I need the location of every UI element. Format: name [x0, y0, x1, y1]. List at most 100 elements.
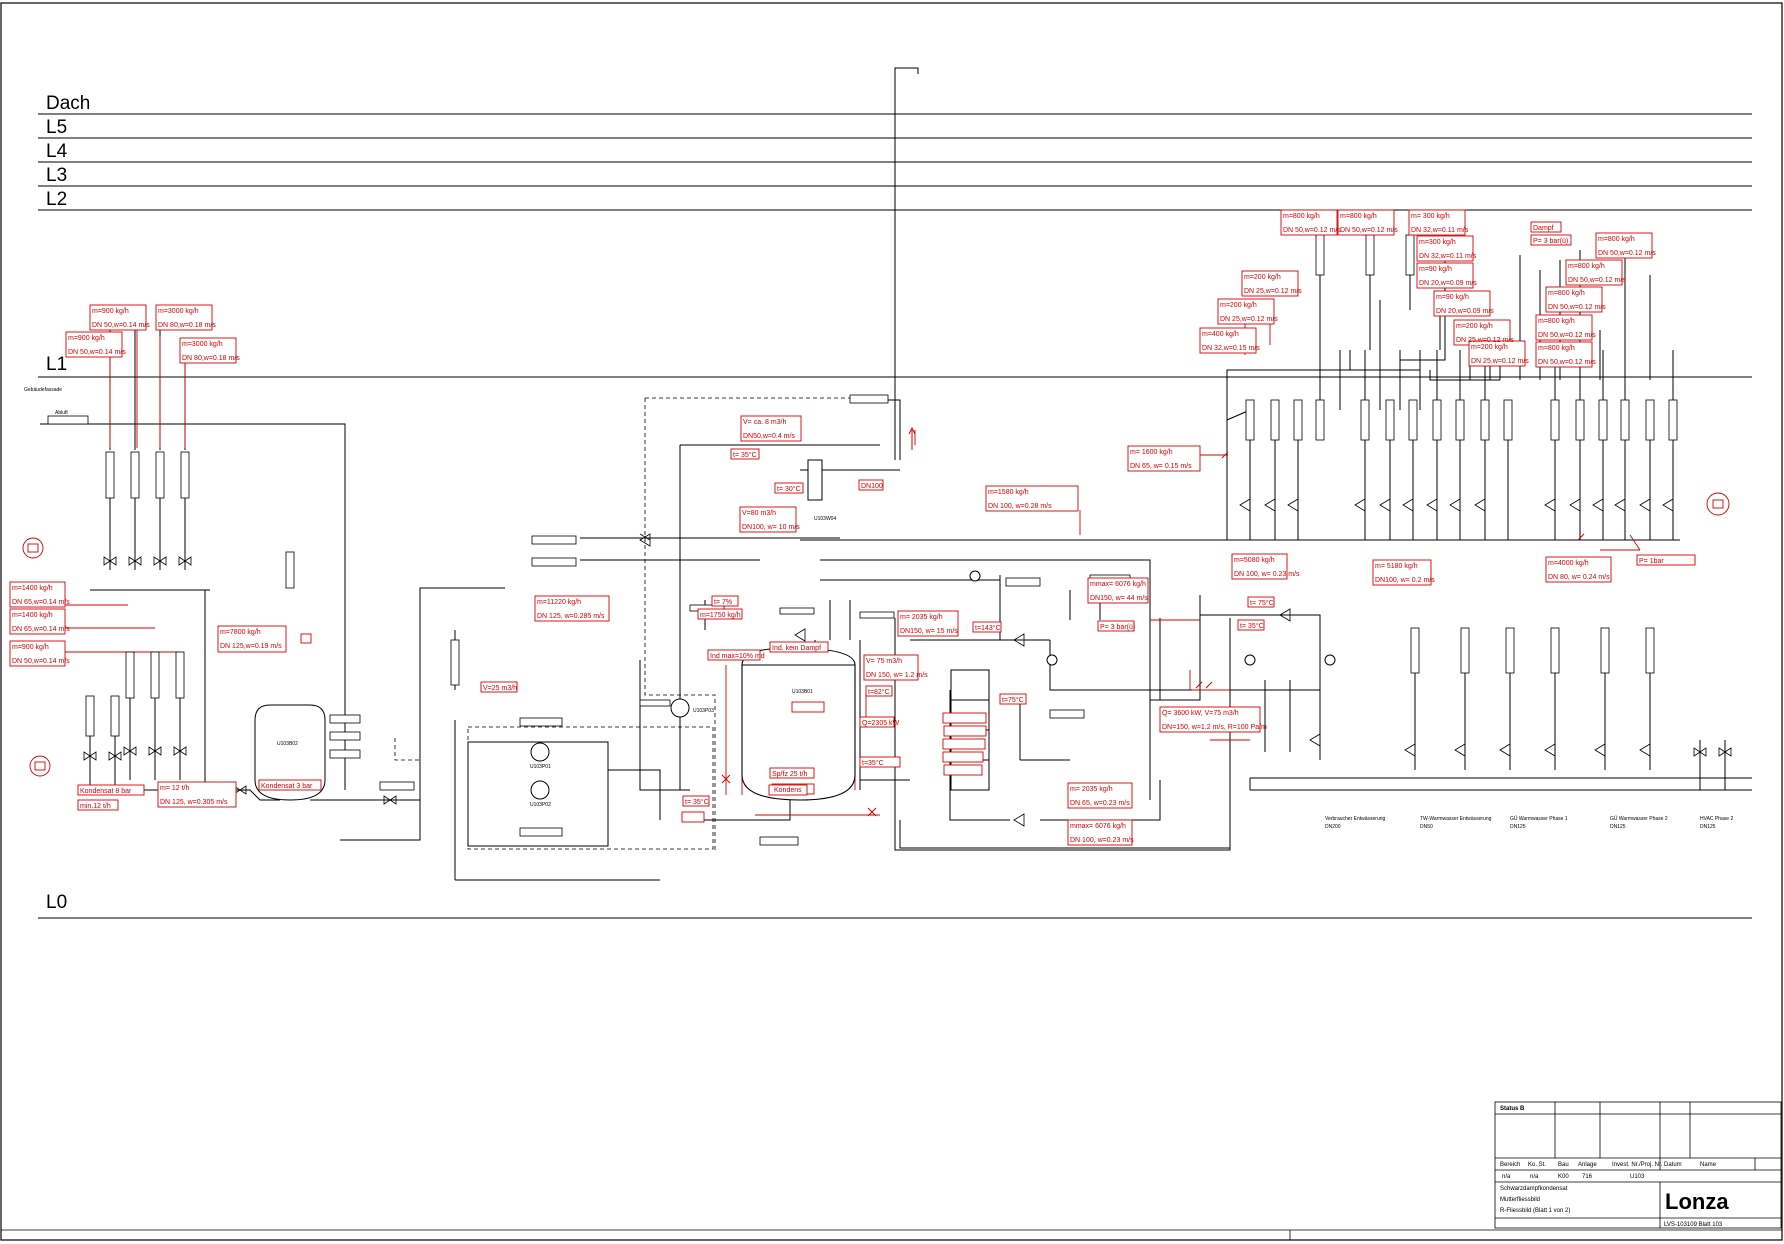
title-val-bau: K00 [1558, 1174, 1569, 1180]
annotation-flow: m=90 kg/h [1419, 266, 1452, 273]
level-label-l1: L1 [46, 354, 67, 375]
annotation-flow: m=900 kg/h [92, 308, 129, 315]
annotation-flow: V= 75 m3/h [866, 658, 902, 665]
annotation-note: Kondens [774, 787, 802, 794]
annotation-pipe: DN 50,w=0.12 m/s [1340, 227, 1398, 234]
annotation-flow: m=1400 kg/h [12, 612, 53, 619]
level-label-l4: L4 [46, 141, 68, 162]
annotation-flow: m=1400 kg/h [12, 585, 53, 592]
annotation-pipe: DN 50,w=0.12 m/s [1548, 304, 1606, 311]
facade-label: Gebäudefassade [24, 387, 62, 393]
annotation-pipe: DN 50,w=0.12 m/s [1598, 250, 1656, 257]
annotation-pipe: DN 150, w= 1.2 m/s [866, 672, 928, 679]
annotation-note: t= 7% [714, 599, 732, 606]
hx-tag: U103W04 [814, 516, 836, 522]
document-number: LVS-103109 Blatt 103 [1664, 1222, 1723, 1228]
annotation-pipe: DN150, w= 44 m/s [1090, 595, 1148, 602]
annotation-flow: m= 1600 kg/h [1130, 449, 1173, 456]
title-row-bereich: Bereich [1500, 1162, 1520, 1168]
annotation-flow: m=800 kg/h [1538, 318, 1575, 325]
title-block [1494, 1101, 1782, 1229]
annotation-flow: m=300 kg/h [1419, 239, 1456, 246]
annotation-flow: m=1580 kg/h [988, 489, 1029, 496]
annotation-temp: t=75°C [1002, 696, 1024, 704]
consumer-label: GÜ Warmwasser Phase 1 [1510, 815, 1568, 822]
consumer-spec: DN125 [1700, 824, 1716, 830]
annotation-pipe: DN 100, w=0.23 m/s [1070, 837, 1134, 844]
pump1-tag: U103P01 [530, 764, 551, 770]
annotation-flow: m=900 kg/h [68, 335, 105, 342]
annotation-pressure: P= 3 bar(ü) [1533, 238, 1568, 245]
annotation-pipe: DN 32,w=0.11 m/s [1411, 227, 1469, 234]
annotation-note: min.12 t/h [80, 803, 111, 810]
annotation-pipe: DN 65,w=0.14 m/s [12, 626, 70, 633]
condensate-tank [254, 704, 326, 801]
annotation-pipe: DN100, w= 0.2 m/s [1375, 577, 1435, 584]
red-marks [721, 426, 1585, 817]
annotation-note: Ind max=10% md [710, 653, 765, 660]
annotation-pipe: DN 100, w= 0.23 m/s [1234, 571, 1300, 578]
consumer-label: Verbraucher Entwässerung [1325, 816, 1386, 822]
instrument-probes [85, 234, 1678, 737]
annotation-flow: m=800 kg/h [1598, 236, 1635, 243]
annotation-pipe: DN 80,w=0.18 m/s [158, 322, 216, 329]
consumer-spec: DN50 [1420, 824, 1433, 830]
title-line-1: Schwarzdampfkondensat [1500, 1186, 1568, 1192]
annotation-flow: m=4000 kg/h [1548, 560, 1589, 567]
annotation-flow: mmax= 6076 kg/h [1090, 581, 1146, 588]
annotation-pipe: DN 80,w=0.18 m/s [182, 355, 240, 362]
annotation-flow: m=5080 kg/h [1234, 557, 1275, 564]
consumer-label: TW-Warmwasser Entwässerung [1420, 816, 1492, 822]
consumer-spec: DN125 [1510, 824, 1526, 830]
annotation-pipe: DN 20,w=0.09 m/s [1436, 308, 1494, 315]
annotation-temp: t= 35°C [685, 798, 709, 806]
consumer-label: GÜ Warmwasser Phase 2 [1610, 815, 1668, 822]
annotation-note: Kondensat 8 bar [80, 788, 132, 795]
reactor-tag: U103B01 [792, 689, 813, 695]
annotation-flow: m= 5180 kg/h [1375, 563, 1418, 570]
annotation-flow: m=900 kg/h [12, 644, 49, 651]
process-annotation-texts: m=900 kg/h DN 50,w=0.14 m/s m=900 kg/h D… [12, 213, 1664, 844]
annotation-flow: Q= 3600 kW, V=75 m3/h [1162, 710, 1239, 717]
annotation-flow: mmax= 6076 kg/h [1070, 823, 1126, 830]
title-row-name: Name [1700, 1162, 1717, 1168]
annotation-flow: m=800 kg/h [1568, 263, 1605, 270]
annotation-note: Ind. kein Dampf [772, 645, 821, 652]
annotation-flow: m=1750 kg/h [700, 612, 741, 619]
offsheet-markers [22, 492, 1730, 777]
annotation-flow: m=200 kg/h [1456, 323, 1493, 330]
annotation-pipe: DN=150, w=1.2 m/s, R=100 Pa/m [1162, 724, 1267, 731]
annotation-note: Kondensat 3 bar [261, 783, 313, 790]
annotation-flow: m=3000 kg/h [158, 308, 199, 315]
title-val-invest: U103 [1630, 1174, 1645, 1180]
annotation-pipe: DN 100, w=0.28 m/s [988, 503, 1052, 510]
annotation-temp: t=143°C [975, 624, 1001, 632]
annotation-pipe: DN 50,w=0.14 m/s [12, 658, 70, 665]
annotation-flow: m=90 kg/h [1436, 294, 1469, 301]
annotation-note: Dampf [1533, 225, 1554, 232]
annotation-pipe: DN 125,w=0.19 m/s [220, 643, 282, 650]
annotation-pipe: DN 50,w=0.14 m/s [68, 349, 126, 356]
annotation-flow: m=800 kg/h [1283, 213, 1320, 220]
title-row-invest: Invest. Nr./Proj. Nr. [1612, 1162, 1663, 1168]
company-logo: Lonza [1665, 1189, 1729, 1214]
exhaust-label: Abluft [55, 410, 68, 416]
annotation-pressure: P= 1bar [1639, 558, 1664, 565]
annotation-pipe: DN 32,w=0.11 m/s [1419, 253, 1477, 260]
annotation-pipe: DN 32,w=0.15 m/s [1202, 345, 1260, 352]
annotation-pipe: DN 25,w=0.12 m/s [1471, 358, 1529, 365]
annotation-pipe: DN 20,w=0.09 m/s [1419, 280, 1477, 287]
annotation-pipe: DN 65,w=0.14 m/s [12, 599, 70, 606]
title-row-anlage: Anlage [1578, 1162, 1597, 1168]
process-annotations [9, 209, 1696, 846]
level-label-l0: L0 [46, 892, 67, 913]
title-row-kost: Ko. St. [1528, 1162, 1546, 1168]
annotation-pipe: DN100 [861, 483, 883, 490]
annotation-pipe: DN 50,w=0.12 m/s [1283, 227, 1341, 234]
annotation-flow: m= 12 t/h [160, 785, 189, 792]
annotation-flow: m=200 kg/h [1220, 302, 1257, 309]
annotation-flow: Sp/fz 25 t/h [772, 771, 808, 778]
annotation-temp: t= 30°C [777, 485, 801, 493]
